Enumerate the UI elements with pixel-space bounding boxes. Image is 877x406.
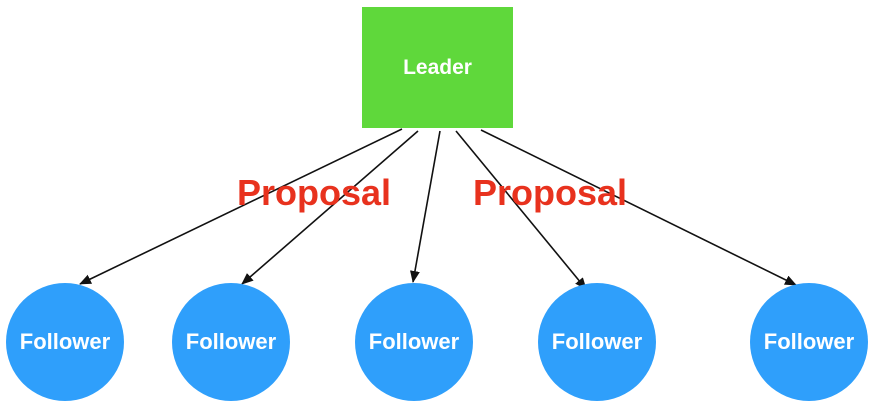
follower-node-4: Follower bbox=[538, 283, 656, 401]
arrow-to-follower-3 bbox=[410, 130, 441, 283]
follower-label: Follower bbox=[763, 329, 855, 354]
follower-node-2: Follower bbox=[172, 283, 290, 401]
arrow-to-follower-2 bbox=[241, 130, 419, 285]
leader-label: Leader bbox=[403, 55, 472, 79]
arrow-to-follower-4 bbox=[455, 130, 587, 290]
arrow-to-follower-5 bbox=[480, 129, 797, 286]
proposal-label-right: Proposal bbox=[473, 172, 628, 213]
arrow-to-follower-1 bbox=[79, 128, 403, 285]
follower-label: Follower bbox=[551, 329, 643, 354]
follower-node-5: Follower bbox=[750, 283, 868, 401]
follower-label: Follower bbox=[368, 329, 460, 354]
follower-node-3: Follower bbox=[355, 283, 473, 401]
leader-node: Leader bbox=[362, 7, 513, 128]
follower-label: Follower bbox=[185, 329, 277, 354]
proposal-label-left: Proposal bbox=[237, 172, 392, 213]
follower-node-1: Follower bbox=[6, 283, 124, 401]
follower-label: Follower bbox=[19, 329, 111, 354]
